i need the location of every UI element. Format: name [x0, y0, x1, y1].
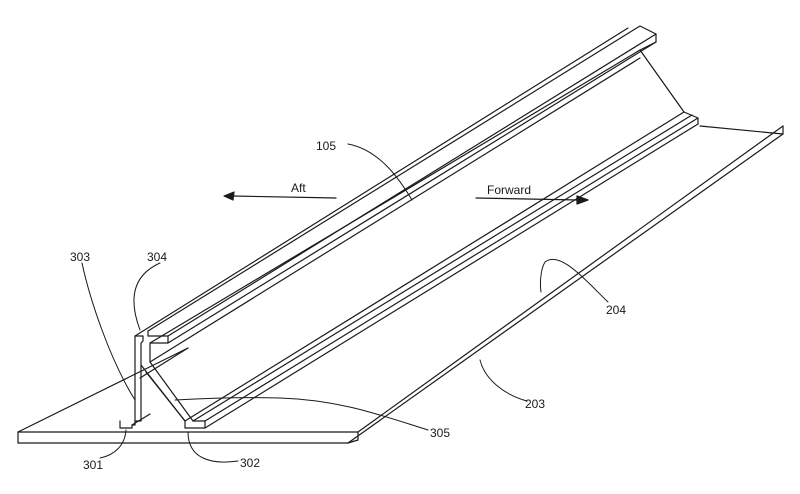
forward-arrow-shaft: [475, 197, 579, 201]
cap-lower-edge: [167, 41, 657, 344]
flange-top-edge: [192, 114, 693, 422]
label-forward: Forward: [487, 183, 532, 197]
flange-ridge: [204, 117, 699, 422]
label-305: 305: [430, 426, 451, 440]
web-top-line: [149, 57, 641, 363]
leader-303: [81, 262, 136, 401]
stringer: [119, 25, 699, 429]
skin-panel: [17, 125, 784, 444]
leader-302: [187, 431, 239, 463]
cap-front-edge: [167, 33, 657, 337]
label-301: 301: [83, 458, 104, 472]
leader-105: [347, 143, 413, 201]
label-302: 302: [240, 456, 261, 470]
web-far-end: [639, 49, 685, 113]
flange-bottom-edge: [204, 123, 699, 429]
stringer-cross-section: [119, 330, 206, 429]
skin-front-corner: [347, 431, 359, 444]
cap-far-end: [639, 33, 657, 51]
skin-far-side-bottom: [347, 133, 784, 444]
label-203: 203: [525, 397, 546, 411]
aft-arrow-head: [223, 191, 235, 201]
web-inner-line: [134, 364, 142, 422]
cap-top-edge-front: [134, 27, 629, 337]
leader-204: [540, 258, 609, 303]
forward-arrow: [475, 195, 589, 205]
skin-top-left-edge: [17, 347, 189, 433]
label-105: 105: [316, 139, 337, 153]
leader-305: [174, 397, 429, 431]
aft-arrow: [223, 191, 337, 201]
web-diagonal-inner: [145, 371, 186, 422]
skin-far-side-top: [357, 125, 784, 433]
skin-far-end: [699, 125, 784, 135]
label-303: 303: [70, 250, 91, 264]
aft-arrow-shaft: [231, 195, 337, 199]
leader-203: [479, 359, 528, 402]
label-304: 304: [147, 250, 168, 264]
cap-top-edge-back: [147, 25, 657, 332]
cap-lip-line: [149, 49, 641, 344]
flange-far-end: [683, 111, 699, 125]
leader-304: [133, 262, 161, 331]
leader-lines: [81, 143, 609, 463]
label-aft: Aft: [291, 181, 306, 195]
flange-inner-line: [184, 111, 685, 422]
leader-301: [99, 429, 127, 459]
foot-line: [131, 413, 151, 426]
label-204: 204: [606, 303, 627, 317]
forward-arrow-head: [576, 195, 589, 205]
